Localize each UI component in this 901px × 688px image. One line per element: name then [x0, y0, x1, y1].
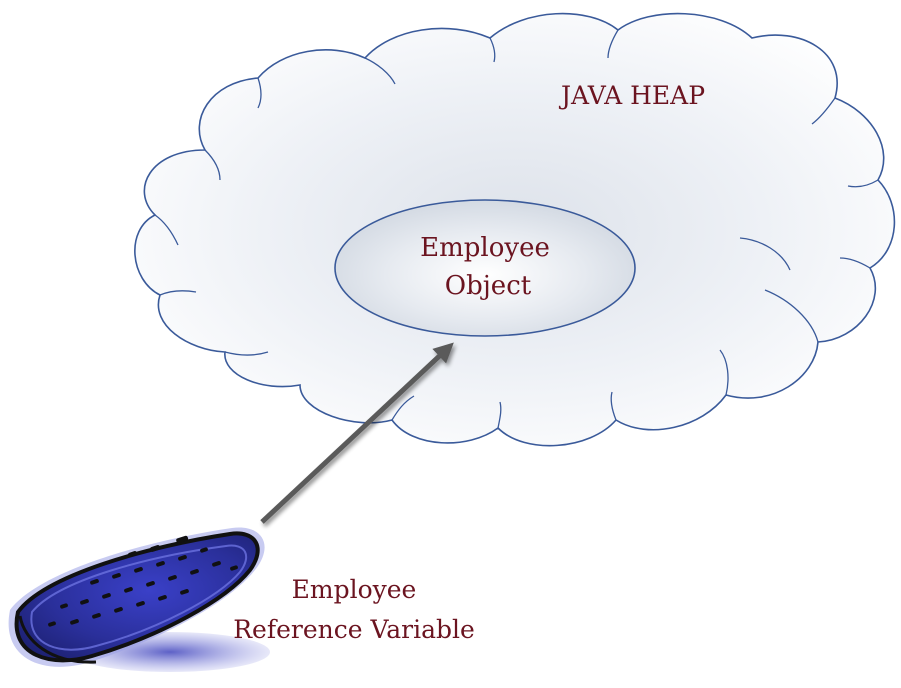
object-label-line2: Object — [445, 271, 532, 301]
reference-label-line1: Employee — [292, 575, 417, 604]
remote-control-icon — [8, 527, 270, 672]
employee-object-ellipse — [334, 199, 636, 337]
heap-title: JAVA HEAP — [558, 81, 705, 110]
object-label-line1: Employee — [420, 233, 550, 263]
cloud-folds — [154, 29, 879, 429]
reference-arrow — [260, 342, 454, 524]
reference-label-line2: Reference Variable — [233, 615, 475, 644]
